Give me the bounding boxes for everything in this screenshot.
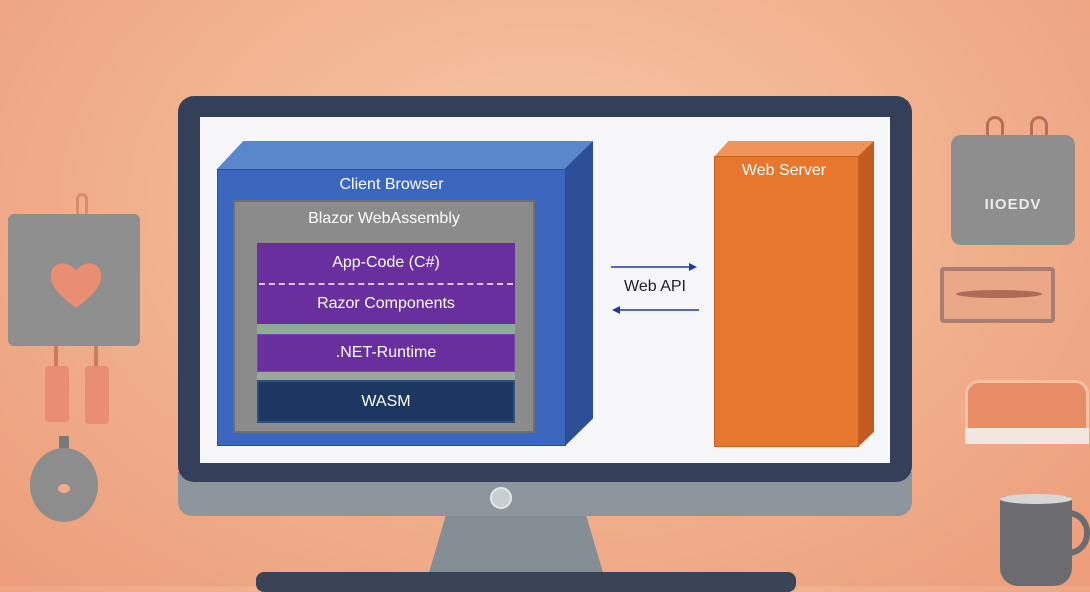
layer-separator [257, 324, 515, 334]
wasm-layer: WASM [257, 380, 515, 423]
web-server-block-top [714, 141, 874, 157]
monitor-stand-neck [428, 516, 604, 576]
dotnet-runtime-label: .NET-Runtime [335, 344, 437, 361]
client-browser-title: Client Browser [339, 176, 444, 193]
client-browser-block-side [565, 141, 593, 446]
tag-decoration [85, 366, 109, 424]
heart-icon [50, 263, 102, 308]
tag-decoration [45, 366, 69, 422]
arrow-left-icon [612, 306, 699, 314]
shopping-bag-decoration [951, 135, 1075, 245]
wasm-label: WASM [361, 392, 411, 410]
app-code-layer: App-Code (C#) [257, 243, 515, 283]
mug-handle-decoration [1068, 510, 1090, 556]
power-button-icon [490, 487, 512, 509]
app-code-label: App-Code (C#) [332, 254, 440, 271]
layer-divider [259, 283, 513, 285]
layer-separator [257, 372, 515, 380]
mug-decoration [1000, 496, 1072, 586]
web-server-title: Web Server [741, 162, 827, 179]
arrow-right-icon [611, 263, 697, 271]
ornament-stem-decoration [59, 436, 69, 450]
web-server-block-side [858, 141, 874, 447]
razor-components-layer: Razor Components [257, 283, 515, 324]
razor-components-label: Razor Components [317, 294, 455, 312]
web-server-block [714, 156, 859, 447]
web-api-arrows [611, 263, 699, 314]
monitor-stand-base [256, 572, 796, 592]
ornament-hole-decoration [58, 484, 70, 493]
tray-decoration [965, 428, 1089, 444]
tag-cord-decoration [54, 346, 58, 368]
mug-rim-decoration [1000, 494, 1072, 504]
dotnet-runtime-layer: .NET-Runtime [257, 334, 515, 372]
bag-label: IIOEDV [984, 196, 1042, 213]
blazor-webassembly-title: Blazor WebAssembly [308, 210, 460, 227]
tag-cord-decoration [94, 346, 98, 368]
box-slot-decoration [956, 290, 1042, 298]
web-api-label: Web API [624, 278, 686, 295]
bag-handle-decoration [76, 193, 88, 217]
client-browser-block-top [217, 141, 593, 169]
